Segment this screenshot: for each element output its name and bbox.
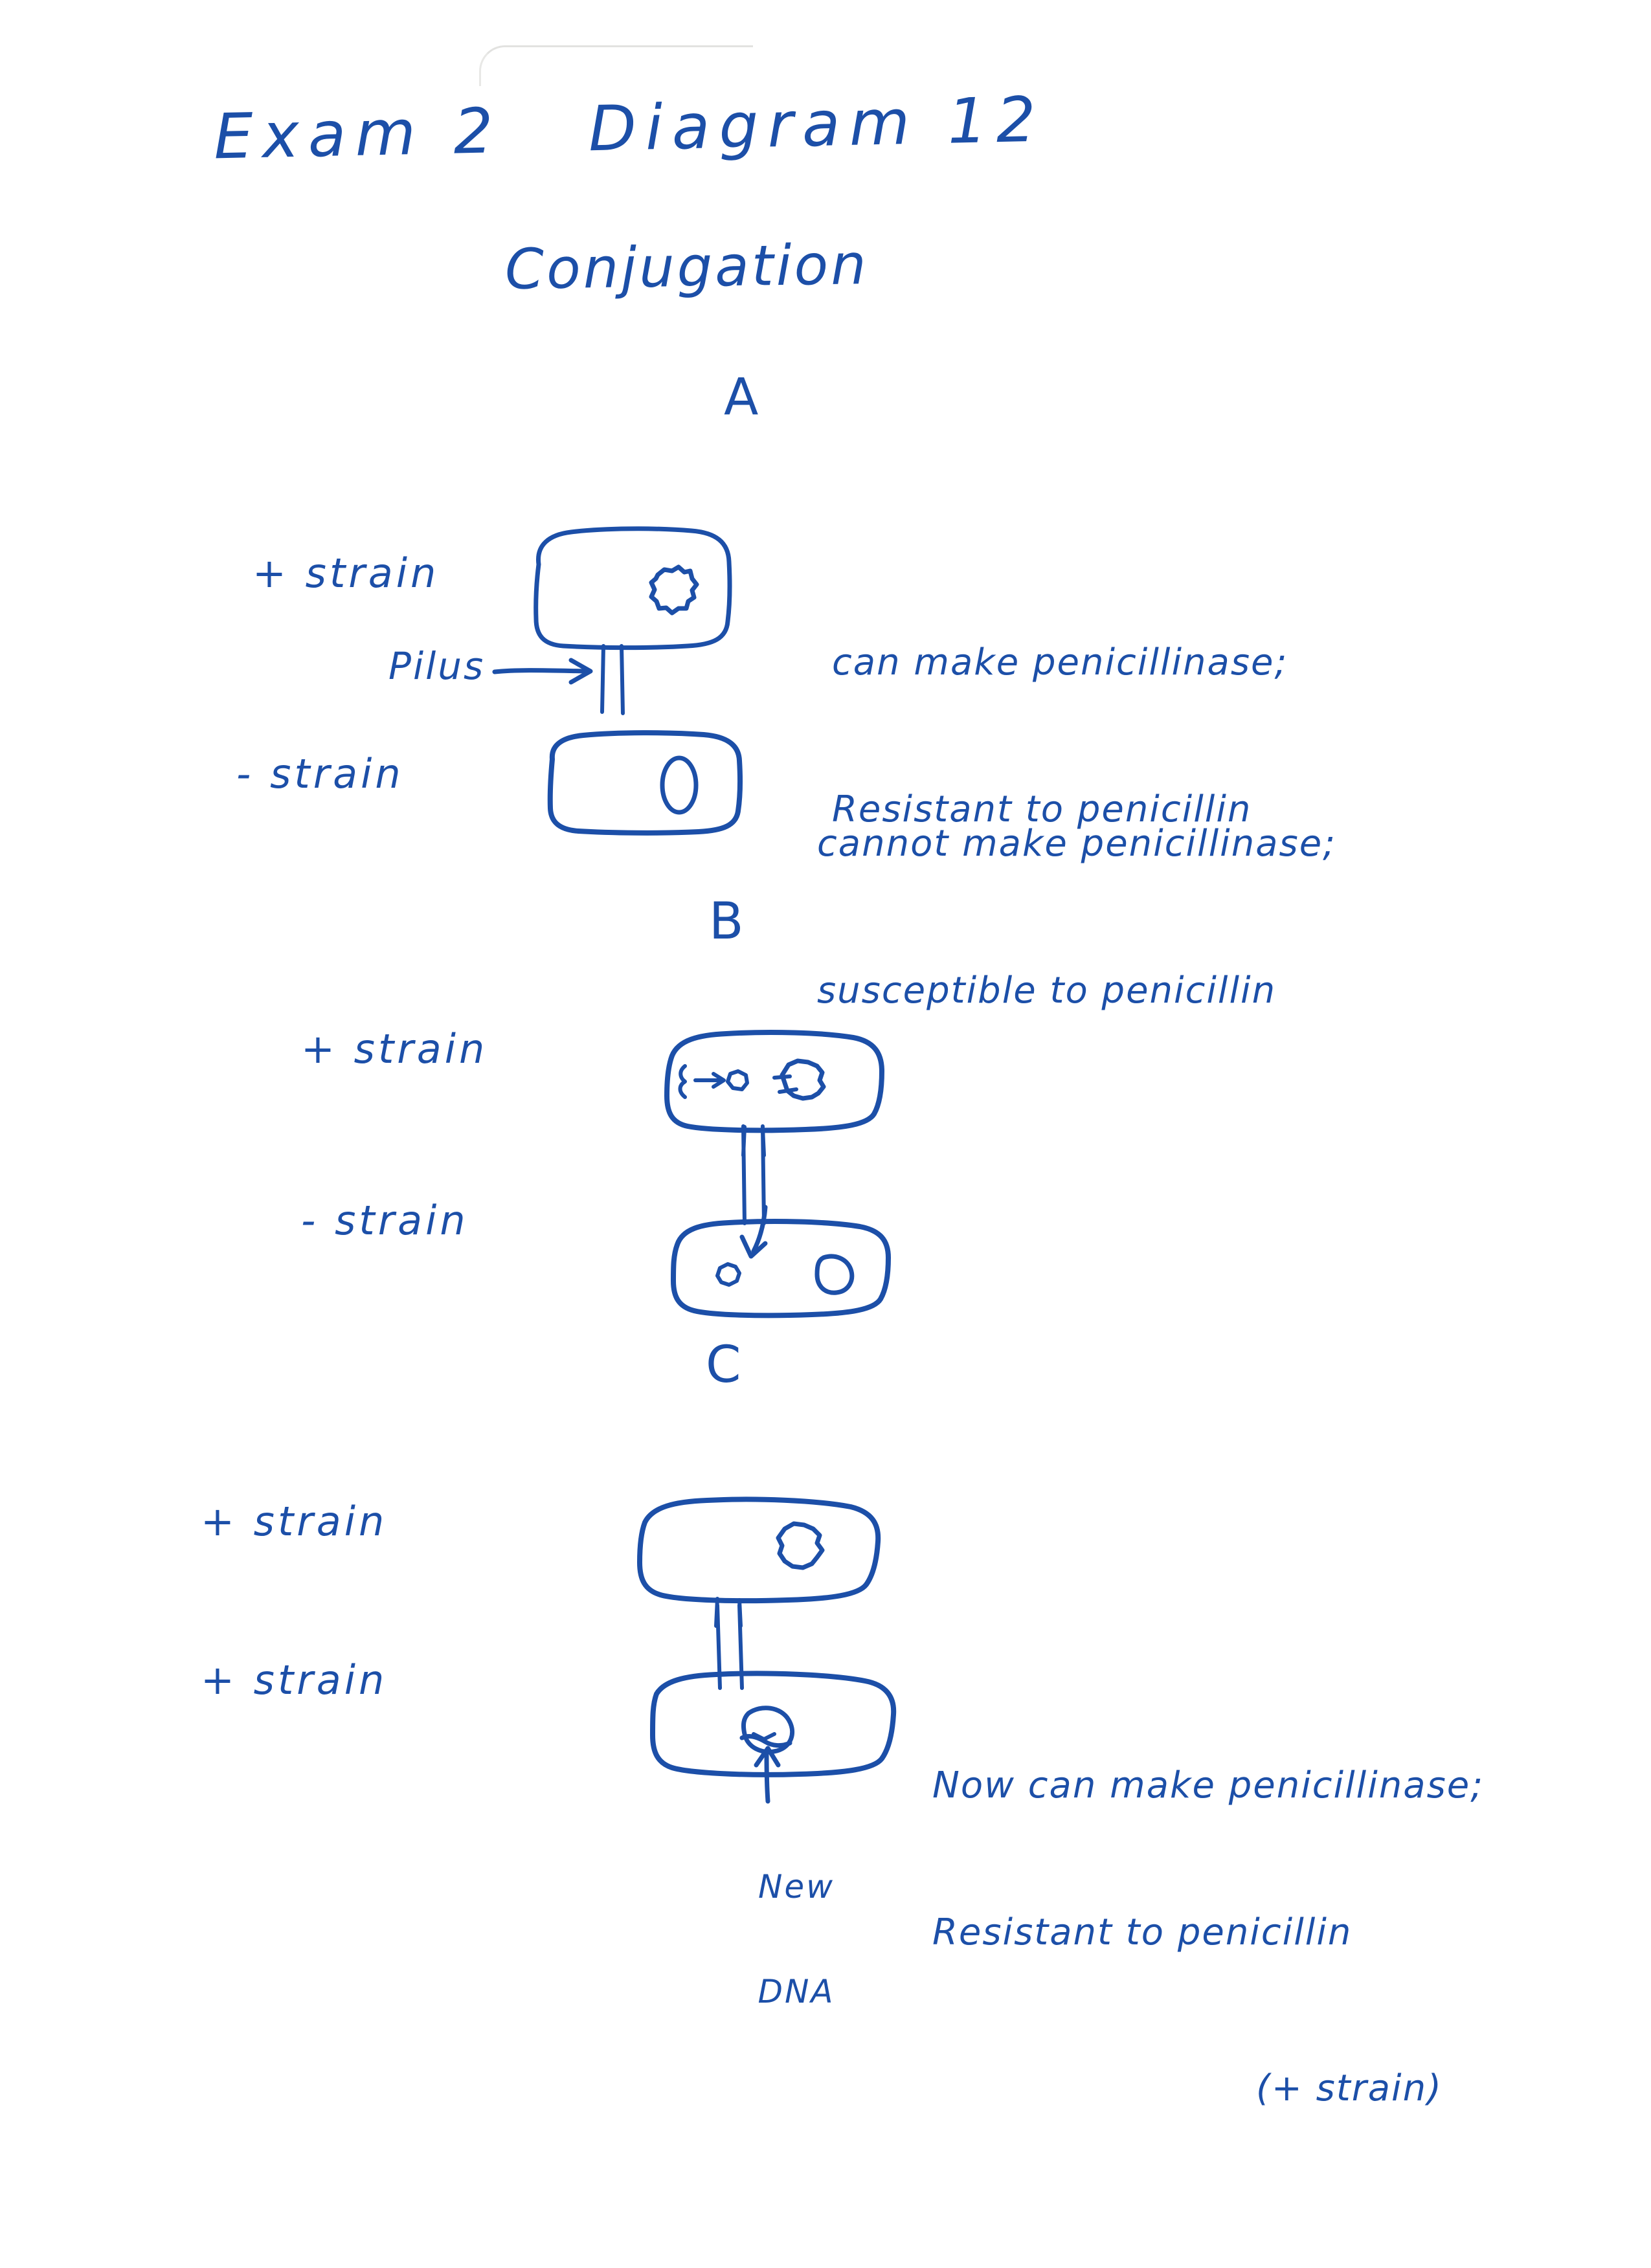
cell-wall-b-minus [671, 1219, 891, 1318]
note-line: Resistant to penicillin [932, 1911, 1353, 1953]
new-dna-arrow-head [754, 1746, 781, 1768]
replication-arrow-head [712, 1072, 726, 1089]
strain-label-a-plus: + strain [253, 550, 440, 597]
chromosome-b-minus [814, 1254, 855, 1295]
cell-c-plus-bottom [650, 1671, 897, 1804]
pilus-tube-c [715, 1603, 744, 1690]
strain-label-c-plus-bottom: + strain [201, 1656, 388, 1704]
section-letter-c: C [706, 1336, 741, 1394]
new-plasmid-detail-lower [739, 1734, 792, 1748]
scan-edge-artifact [479, 45, 753, 86]
pilus-arrow-icon [492, 658, 593, 685]
note-a-minus-strain: cannot make penicillinase; susceptible t… [817, 722, 1336, 1113]
pilus-line-left-c [714, 1597, 719, 1628]
plasmid-mark-upper [772, 1074, 792, 1080]
received-plasmid-b [715, 1262, 741, 1287]
pilus-line-right-c [737, 1598, 743, 1628]
note-c-plus-strain: Now can make penicillinase; Resistant to… [932, 1663, 1484, 2211]
note-line: cannot make penicillinase; [817, 823, 1337, 865]
section-letter-a: A [724, 368, 759, 427]
new-dna-label: New DNA [725, 1806, 868, 2073]
note-line-strain-result: (+ strain) [1256, 2067, 1443, 2109]
strain-label-c-plus-top: + strain [201, 1498, 388, 1545]
cell-c-plus-top [637, 1496, 881, 1628]
new-plasmid-detail-inner [752, 1732, 776, 1741]
note-line: Now can make penicillinase; [932, 1764, 1485, 1807]
cell-a-plus-strain [533, 526, 732, 715]
strain-label-b-plus: + strain [301, 1025, 488, 1073]
new-dna-arrow-shaft [764, 1751, 770, 1804]
cell-wall-c-top [637, 1496, 881, 1604]
note-a-plus-strain: can make penicillinase; Resistant to pen… [832, 540, 1288, 932]
pilus-line-right-b [761, 1126, 766, 1157]
pilus-tube-b [741, 1124, 766, 1225]
note-line: can make penicillinase; [832, 641, 1288, 684]
pilus-line-left [600, 644, 605, 714]
cell-wall-c-bottom [650, 1671, 897, 1777]
plasmid-a-plus [649, 564, 699, 616]
page-title: Exam 2 Diagram 12 [212, 83, 1046, 173]
plasmid-copy-b [726, 1069, 749, 1091]
replication-bracket [678, 1064, 687, 1099]
strain-label-b-minus: - strain [301, 1197, 469, 1244]
new-plasmid-c [741, 1706, 795, 1754]
new-dna-label-line: DNA [758, 1973, 835, 2010]
cell-wall-a-minus [547, 730, 743, 836]
cell-b-minus-strain [671, 1205, 891, 1318]
page-subtitle: Conjugation [504, 232, 870, 302]
transfer-arrow-shaft [751, 1205, 768, 1254]
chromosome-a-minus [660, 755, 699, 815]
plasmid-c-top [776, 1521, 825, 1570]
strain-label-a-minus: - strain [236, 750, 404, 797]
note-line: Resistant to penicillin [832, 788, 1252, 830]
note-line: susceptible to penicillin [817, 969, 1277, 1012]
section-letter-b: B [709, 893, 744, 951]
pilus-line-left-b [741, 1125, 747, 1157]
cell-a-minus-strain [547, 730, 743, 836]
cell-wall-a-plus [533, 526, 732, 650]
transfer-arrow-head [739, 1234, 768, 1259]
pilus-line-right [620, 644, 625, 715]
plasmid-mark-lower [778, 1087, 798, 1094]
pilus-label: Pilus [388, 644, 486, 688]
new-dna-label-line: New [758, 1868, 835, 1906]
